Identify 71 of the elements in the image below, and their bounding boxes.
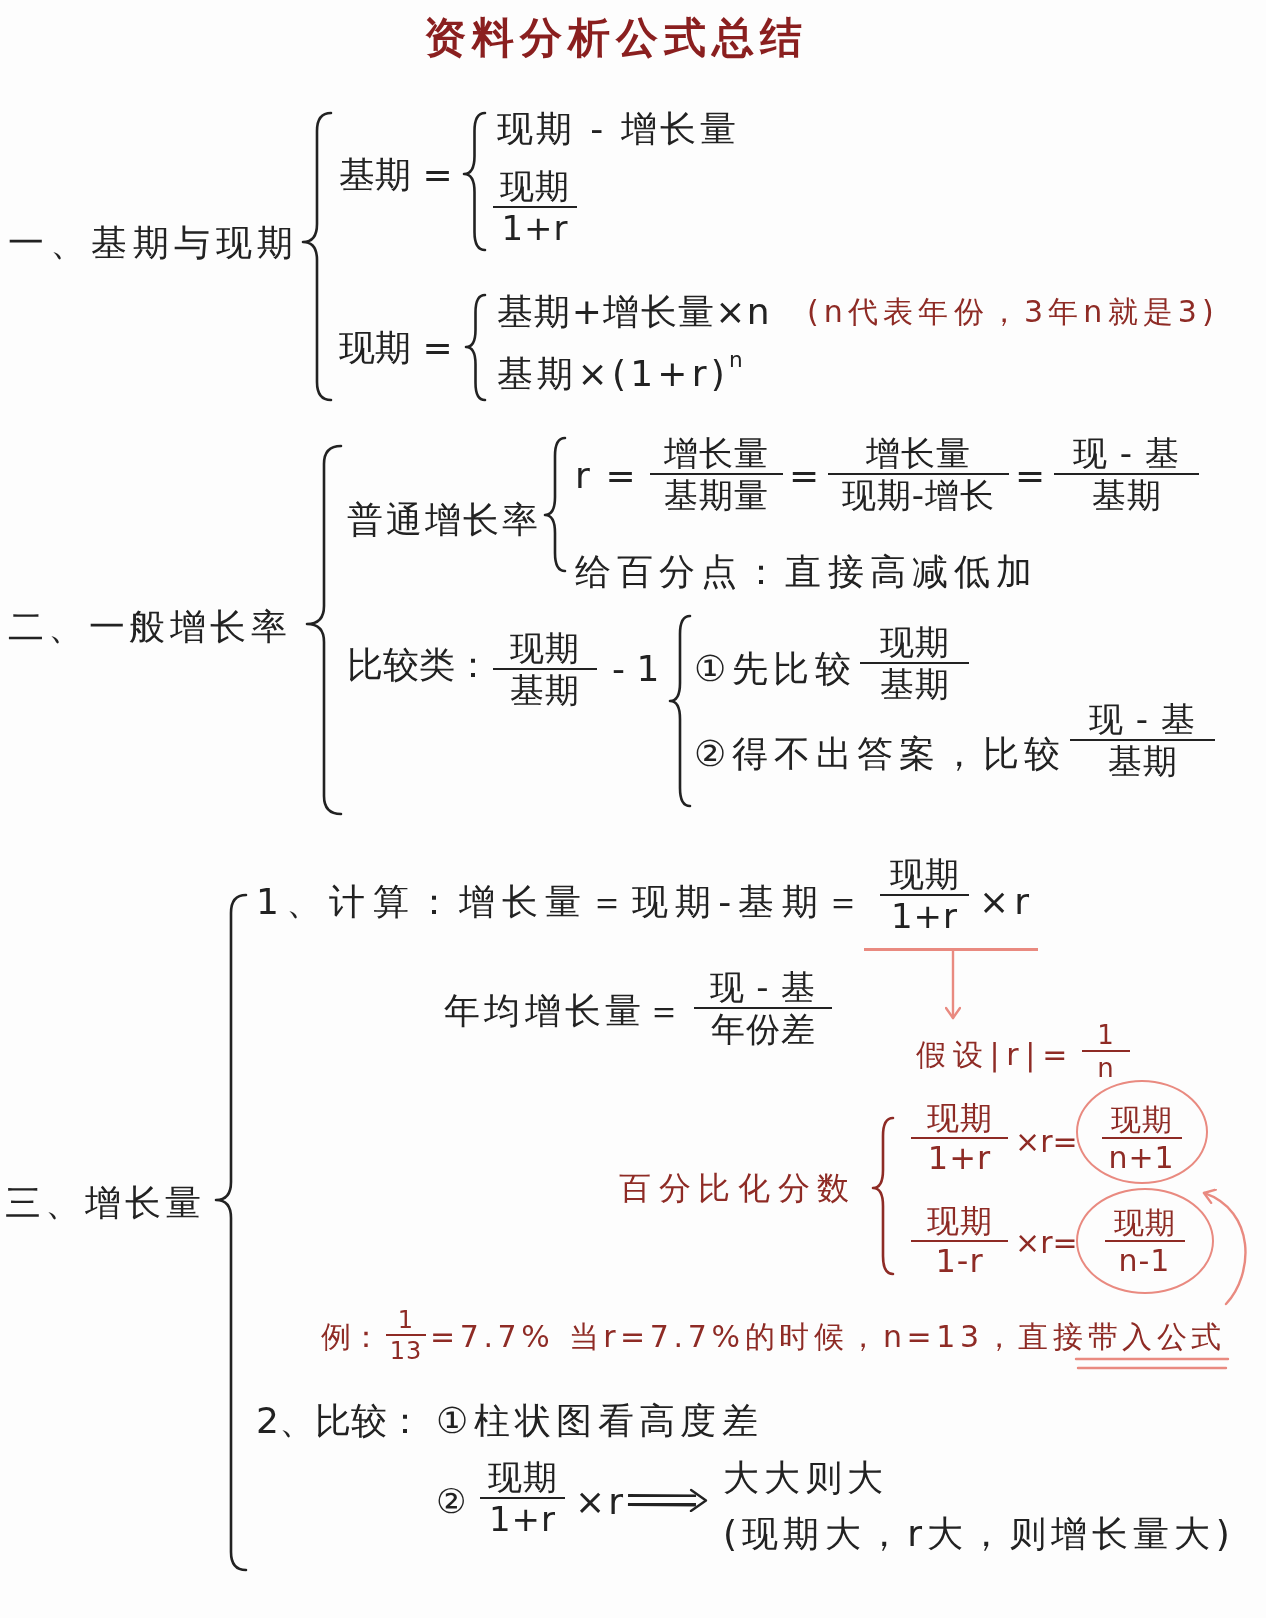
circled-fraction — [1076, 1080, 1208, 1184]
fraction-denominator: 基期 — [1106, 742, 1179, 781]
fraction-denominator: 1-r — [934, 1243, 985, 1280]
formula: ①柱状图看高度差 — [436, 1400, 763, 1441]
formula: 基期×(1+r)$^{n}$ — [497, 353, 747, 394]
fraction-numerator: 现期 — [911, 1203, 1008, 1242]
fraction-numerator: 1 — [1082, 1020, 1130, 1052]
fraction-numerator: 现 - 基 — [1070, 700, 1215, 741]
formula: ×r — [979, 881, 1034, 922]
fraction-denominator: 现期-增长 — [840, 476, 997, 515]
fraction-denominator: n+1 — [1107, 1139, 1176, 1175]
formula: = — [789, 455, 821, 496]
fraction-denominator: 基期 — [1090, 476, 1163, 515]
note: (n代表年份，3年n就是3) — [807, 294, 1219, 329]
fraction-denominator: 1+r — [889, 897, 960, 936]
formula: ×r — [575, 1481, 626, 1522]
fraction-denominator: 13 — [388, 1337, 424, 1365]
fraction-numerator: 现期 — [493, 629, 597, 670]
branch-label: 2、比较： — [256, 1400, 423, 1441]
fraction-denominator: n — [1096, 1053, 1116, 1083]
formula: ②得不出答案，比较 — [694, 733, 1067, 774]
double-arrow — [627, 1488, 708, 1513]
fraction-numerator: 增长量 — [828, 434, 1009, 475]
formula: r = — [575, 455, 638, 496]
fraction-numerator: 现期 — [480, 1458, 565, 1499]
formula: = — [1015, 455, 1047, 496]
fraction-denominator: 基期 — [509, 671, 581, 710]
formula: ② — [436, 1482, 470, 1521]
fraction-numerator: 现期 — [880, 855, 969, 896]
fraction-numerator: 现期 — [1104, 1204, 1185, 1242]
fraction-numerator: 现期 — [911, 1100, 1008, 1139]
formula: 现期 = — [339, 327, 453, 368]
fraction-numerator: 现期 — [860, 623, 969, 664]
formula: 年均增长量＝ — [444, 990, 686, 1031]
formula: 现期 - 增长量 — [497, 108, 739, 149]
formula: ①先比较 — [694, 648, 856, 689]
formula: 1、计算：增长量＝现期-基期＝ — [256, 881, 869, 922]
curved-arrow — [1202, 1189, 1247, 1306]
branch-label: 比较类： — [347, 644, 491, 685]
formula: 大大则大 — [723, 1457, 888, 1498]
fraction-numerator: 现 - 基 — [694, 968, 832, 1009]
section-heading: 二、一般增长率 — [8, 606, 291, 647]
formula: ×r= — [1015, 1124, 1078, 1159]
note: =7.7% 当r=7.7%的时候，n=13，直接带入公式 — [430, 1319, 1226, 1354]
section-heading: 三、增长量 — [5, 1182, 205, 1223]
branch-label: 百分比化分数 — [619, 1170, 858, 1207]
fraction-denominator: 基期量 — [663, 476, 770, 515]
fraction-denominator: 1+r — [487, 1500, 558, 1539]
formula: - 1 — [612, 648, 660, 689]
formula: (现期大，r大，则增长量大) — [723, 1513, 1235, 1554]
formula: 基期 = — [339, 154, 453, 195]
fraction-numerator: 1 — [386, 1306, 426, 1336]
section-heading: 一、基期与现期 — [8, 222, 299, 263]
fraction-denominator: 基期 — [878, 665, 951, 704]
fraction-numerator: 增长量 — [650, 434, 783, 475]
fraction-numerator: 现期 — [493, 167, 577, 208]
title: 资料分析公式总结 — [424, 14, 808, 62]
fraction-denominator: 1+r — [500, 209, 570, 248]
arrow — [944, 949, 962, 1020]
fraction-numerator: 现 - 基 — [1054, 434, 1199, 475]
fraction-denominator: n-1 — [1117, 1242, 1172, 1278]
circled-fraction — [1076, 1188, 1214, 1294]
rule-text: 给百分点：直接高减低加 — [575, 551, 1038, 592]
fraction-denominator: 年份差 — [709, 1010, 817, 1049]
fraction-denominator: 1+r — [926, 1140, 993, 1177]
formula: ×r= — [1015, 1225, 1078, 1260]
formula: 基期+增长量×n — [497, 291, 772, 332]
note: 例： — [321, 1319, 381, 1354]
formula: 假设|r|= — [916, 1037, 1074, 1072]
branch-label: 普通增长率 — [347, 499, 541, 540]
fraction-numerator: 现期 — [1101, 1101, 1182, 1139]
